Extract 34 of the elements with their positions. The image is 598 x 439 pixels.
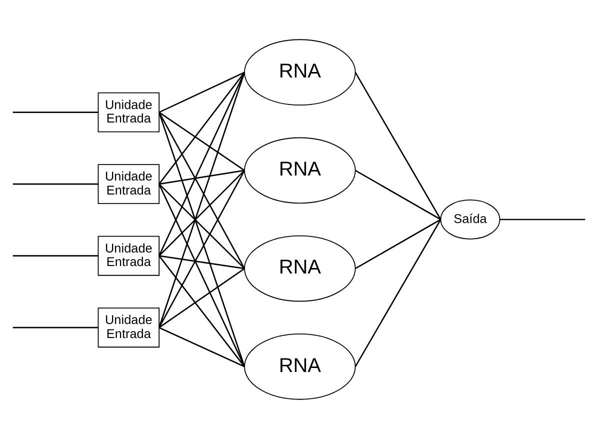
connector [12,112,98,113]
connector [158,184,245,270]
connector [159,170,245,185]
connector [354,218,442,270]
node-box: Unidade Entrada [98,236,160,276]
connector [158,170,246,328]
node-ellipse: RNA [244,39,356,106]
connector [500,218,586,220]
connector [354,72,442,220]
node-box: Unidade Entrada [98,308,160,348]
connector [158,72,246,184]
connector [158,72,246,328]
connector [12,255,98,257]
connector [158,326,245,368]
connector [12,183,98,185]
connector [158,72,246,256]
connector [158,170,245,256]
node-ellipse: RNA [244,137,356,204]
connector [159,255,245,270]
connector [158,72,245,113]
connector [158,112,245,172]
connector [12,326,98,328]
connector [158,112,246,269]
connector [158,268,245,328]
node-box: Unidade Entrada [98,92,160,132]
node-ellipse: RNA [244,334,356,400]
connector [158,112,246,367]
node-ellipse: RNA [244,235,356,302]
connector [158,184,246,367]
connector [354,170,442,220]
node-box: Unidade Entrada [98,164,160,204]
connector [354,219,442,367]
node-ellipse: Saída [440,200,500,240]
connector [158,255,246,368]
